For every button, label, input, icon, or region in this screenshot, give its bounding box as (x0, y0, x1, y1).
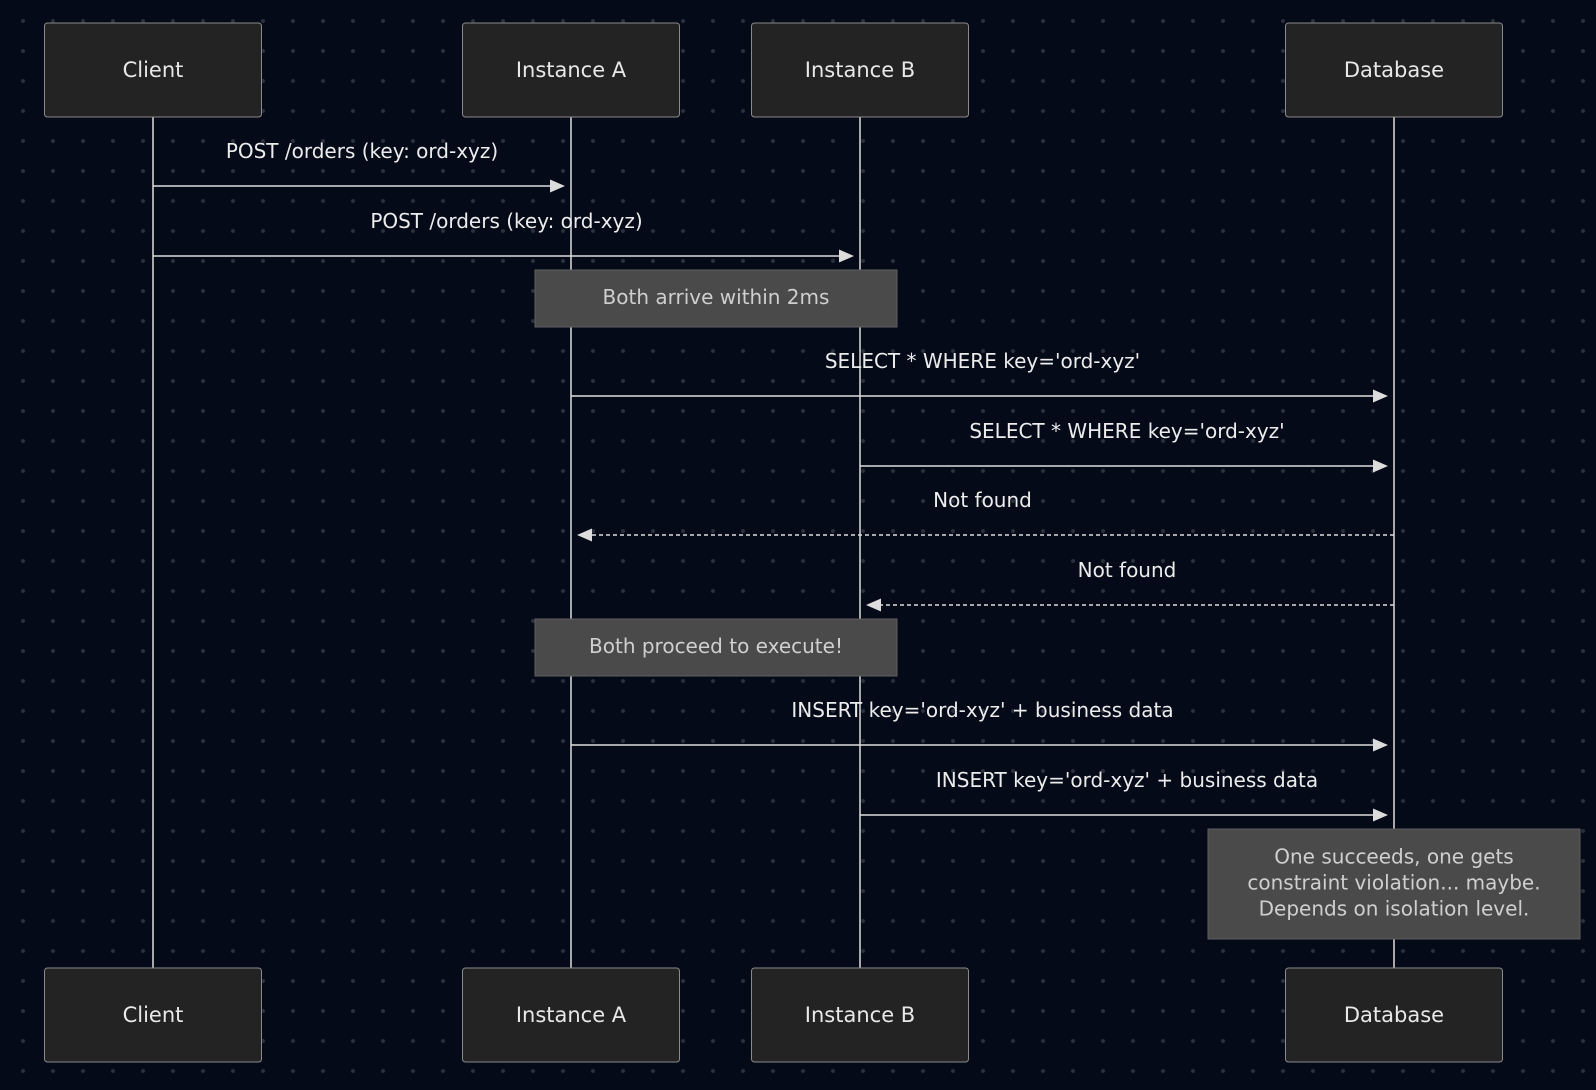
arrowhead-icon (839, 249, 854, 263)
participant-database-top: Database (1285, 22, 1503, 118)
message-7: Not found (866, 558, 1394, 612)
note-box (534, 269, 898, 328)
participant-instance-b-bottom: Instance B (751, 967, 969, 1063)
participant-client-bottom: Client (44, 967, 262, 1063)
arrowhead-icon (1373, 459, 1388, 473)
participant-label: Database (1344, 58, 1444, 82)
participant-client-top: Client (44, 22, 262, 118)
participant-label: Instance A (516, 1003, 627, 1027)
participant-label: Instance B (805, 58, 915, 82)
message-10: INSERT key='ord-xyz' + business data (860, 768, 1388, 822)
arrowhead-icon (1373, 808, 1388, 822)
participant-database-bottom: Database (1285, 967, 1503, 1063)
participant-instance-a-top: Instance A (462, 22, 680, 118)
participant-label: Client (123, 1003, 184, 1027)
note-box (534, 618, 898, 677)
message-1: POST /orders (key: ord-xyz) (153, 139, 565, 193)
message-5: SELECT * WHERE key='ord-xyz' (860, 419, 1388, 473)
participant-box (1285, 22, 1503, 118)
message-label: Not found (933, 488, 1032, 512)
note-text: One succeeds, one gets (1274, 845, 1513, 869)
message-4: SELECT * WHERE key='ord-xyz' (571, 349, 1388, 403)
message-9: INSERT key='ord-xyz' + business data (571, 698, 1388, 752)
participant-instance-a-bottom: Instance A (462, 967, 680, 1063)
participant-instance-b-top: Instance B (751, 22, 969, 118)
participant-box (751, 22, 969, 118)
participant-box (44, 967, 262, 1063)
note-text: Both proceed to execute! (589, 634, 843, 658)
message-label: SELECT * WHERE key='ord-xyz' (825, 349, 1140, 373)
participant-label: Instance A (516, 58, 627, 82)
participant-box (1285, 967, 1503, 1063)
arrowhead-icon (550, 179, 565, 193)
note-box (1207, 828, 1581, 940)
message-label: SELECT * WHERE key='ord-xyz' (969, 419, 1284, 443)
message-label: POST /orders (key: ord-xyz) (226, 139, 498, 163)
participant-box (751, 967, 969, 1063)
note-text: Both arrive within 2ms (603, 285, 830, 309)
note-8: Both proceed to execute! (534, 618, 898, 677)
note-text: constraint violation... maybe. (1247, 871, 1540, 895)
note-3: Both arrive within 2ms (534, 269, 898, 328)
message-label: POST /orders (key: ord-xyz) (370, 209, 642, 233)
lifelines (152, 117, 1395, 968)
participant-box (462, 22, 680, 118)
note-text: Depends on isolation level. (1259, 897, 1530, 921)
arrowhead-icon (866, 598, 881, 612)
messages: POST /orders (key: ord-xyz) POST /orders … (153, 139, 1394, 822)
message-label: INSERT key='ord-xyz' + business data (791, 698, 1173, 722)
participant-label: Client (123, 58, 184, 82)
message-2: POST /orders (key: ord-xyz) (153, 209, 854, 263)
arrowhead-icon (577, 528, 592, 542)
message-label: INSERT key='ord-xyz' + business data (936, 768, 1318, 792)
message-label: Not found (1078, 558, 1177, 582)
message-6: Not found (577, 488, 1394, 542)
participant-label: Database (1344, 1003, 1444, 1027)
arrowhead-icon (1373, 738, 1388, 752)
participant-box (462, 967, 680, 1063)
participant-box (44, 22, 262, 118)
arrowhead-icon (1373, 389, 1388, 403)
participant-label: Instance B (805, 1003, 915, 1027)
